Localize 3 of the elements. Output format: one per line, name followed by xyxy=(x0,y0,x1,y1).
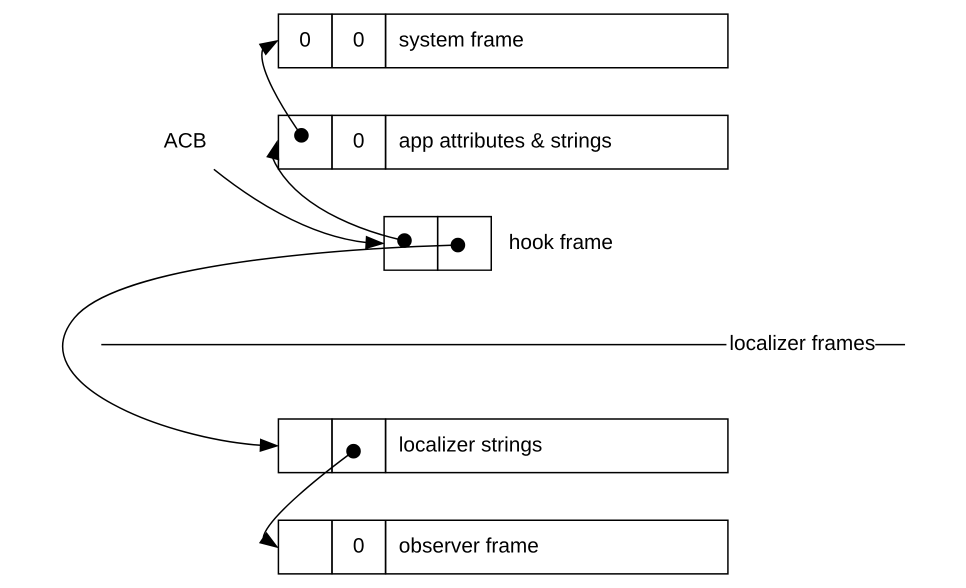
node-text: ACB xyxy=(163,130,206,153)
label: localizer frames xyxy=(728,332,875,356)
node-label: hook frame xyxy=(508,230,612,254)
